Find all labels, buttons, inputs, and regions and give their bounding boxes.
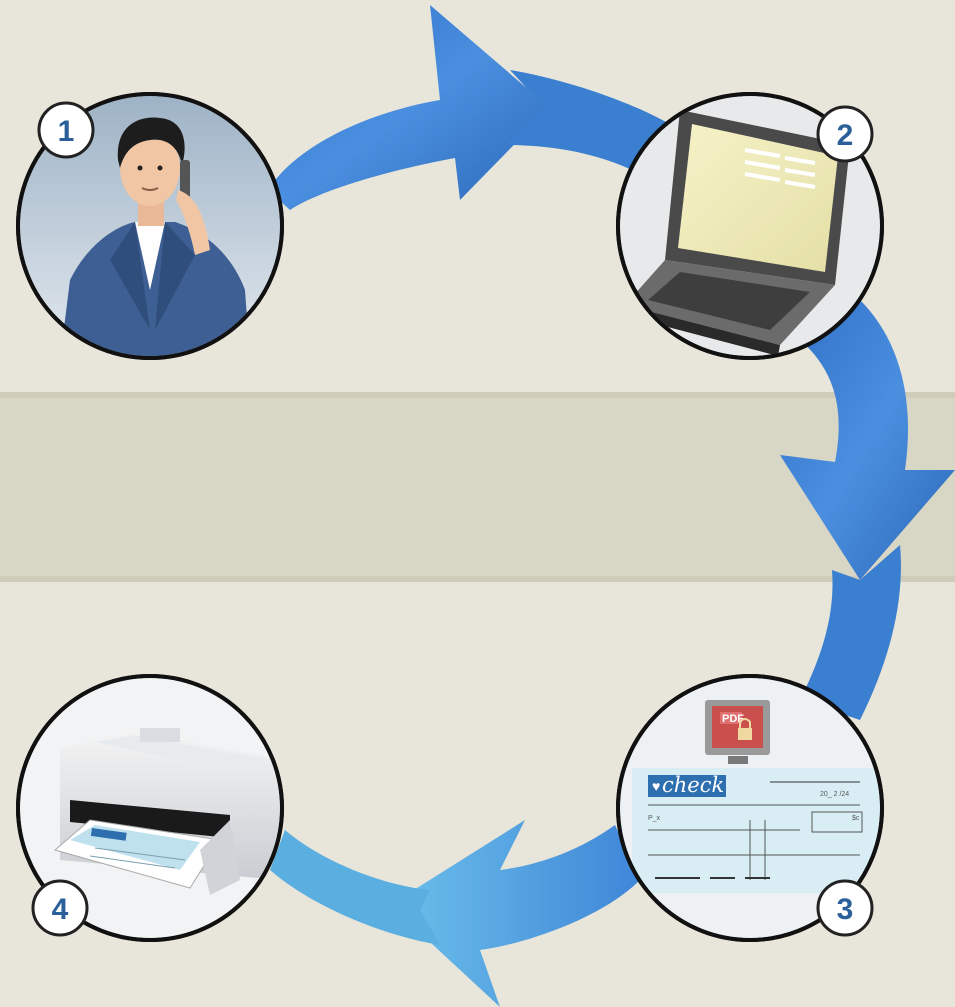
step-1-number: 1 (58, 115, 75, 148)
check-title: check (662, 773, 724, 797)
check-paper: check ♥ 20_ 2 /24 P_x $c (632, 768, 880, 893)
background-band (0, 392, 955, 582)
printer-icon (20, 678, 280, 938)
step-1-node: 1 (16, 92, 284, 360)
step-4-node: 4 (16, 674, 284, 942)
check-document-icon: PDF check ♥ 20_ 2 /24 P_x $c (620, 678, 880, 938)
step-4-badge: 4 (31, 879, 89, 937)
arrow-step2-to-step3 (780, 300, 955, 720)
arrow-step1-to-step2 (268, 5, 680, 210)
background-band-edge-bottom (0, 576, 955, 582)
heart-icon: ♥ (652, 778, 660, 794)
step-2-number: 2 (837, 119, 854, 152)
step-3-node: PDF check ♥ 20_ 2 /24 P_x $c (616, 674, 884, 942)
pdf-badge: PDF (722, 713, 744, 725)
step-3-number: 3 (837, 893, 854, 926)
step-1-badge: 1 (37, 101, 95, 159)
check-payee: P_x (648, 815, 661, 822)
step-4-number: 4 (52, 893, 69, 926)
step-3-badge: 3 (816, 879, 874, 937)
laptop-icon (620, 96, 880, 356)
lock-monitor-icon: PDF (705, 700, 770, 764)
step-2-badge: 2 (816, 105, 874, 163)
check-amount-mark: $c (852, 815, 860, 822)
arrow-step3-to-step4 (270, 820, 640, 1007)
background-band-edge-top (0, 392, 955, 398)
step-2-node: 2 (616, 92, 884, 360)
check-date: 20_ 2 /24 (820, 791, 849, 798)
